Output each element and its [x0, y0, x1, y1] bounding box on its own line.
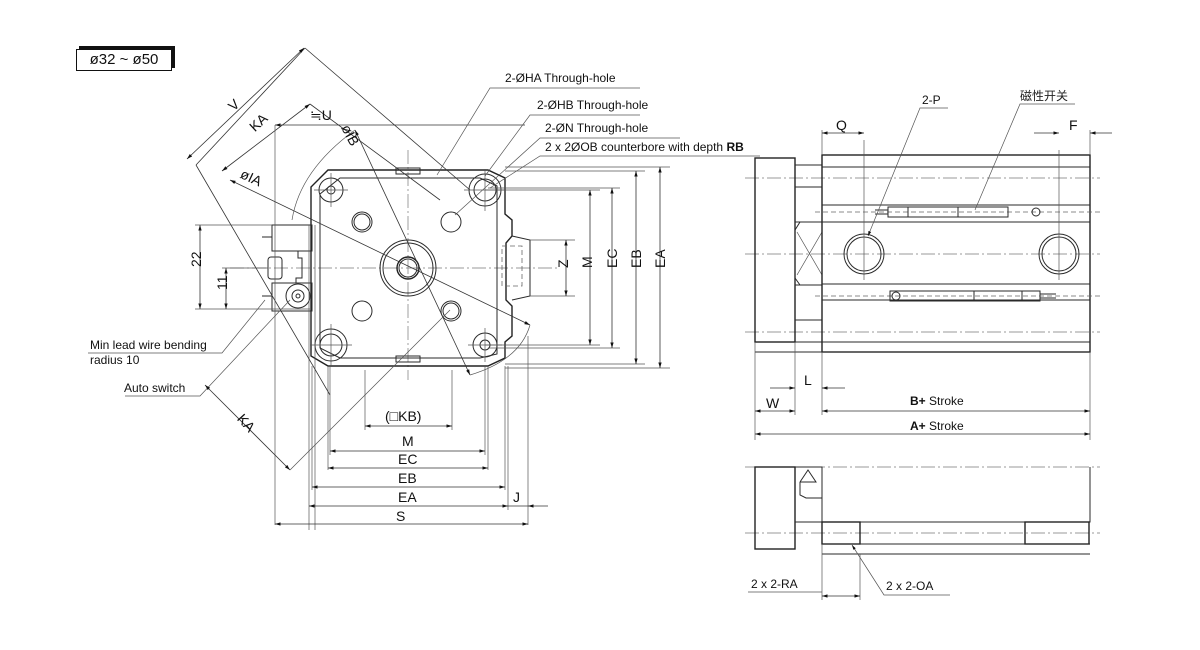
label-w: W: [766, 395, 780, 411]
front-view: V KA ≒U øIB øIA 22 11 Min lead wire bend…: [88, 47, 760, 530]
label-m: M: [402, 433, 414, 449]
label-ec-vertical: EC: [604, 249, 620, 268]
v-extension-line: [195, 47, 306, 166]
ib-dimension-line: [354, 129, 471, 376]
magnetic-switch-top: [875, 206, 1041, 218]
bottom-end-plate: [754, 466, 796, 550]
label-j: J: [513, 489, 520, 505]
label-ec: EC: [398, 451, 417, 467]
label-ra: 2 x 2-RA: [751, 577, 798, 591]
label-ha-through-hole: 2-ØHA Through-hole: [505, 71, 616, 85]
through-hole-n-1: [351, 211, 373, 233]
size-range-label: ø32 ~ ø50: [89, 51, 159, 68]
label-b-stroke: B+ Stroke: [910, 394, 964, 408]
p-leader: [867, 107, 948, 237]
label-ka-top: KA: [246, 110, 271, 135]
label-ea: EA: [398, 489, 417, 505]
ka-bottom-dimension-line: [204, 384, 291, 471]
auto-switch-leader: [125, 299, 291, 397]
ib-arc: [291, 129, 356, 221]
label-11: 11: [214, 275, 230, 290]
label-n-through-hole: 2-ØN Through-hole: [545, 121, 648, 135]
end-plate: [754, 157, 796, 343]
label-lead-wire-1: Min lead wire bending: [90, 338, 207, 352]
cylinder-body: [821, 154, 1091, 353]
label-eb: EB: [398, 470, 417, 486]
through-hole-n-2: [440, 211, 462, 233]
label-ib: øIB: [338, 122, 362, 149]
label-q: Q: [836, 117, 847, 133]
label-f: F: [1069, 117, 1078, 133]
label-l: L: [804, 372, 812, 388]
bottom-nut-profile: [799, 469, 822, 499]
label-v: V: [225, 95, 243, 114]
bottom-view: 2 x 2-RA 2 x 2-OA: [745, 466, 1100, 600]
label-z: Z: [555, 259, 571, 268]
hb-leader: [484, 114, 640, 177]
label-u: ≒U: [310, 107, 332, 123]
label-a-stroke: A+ Stroke: [910, 419, 964, 433]
label-kb: (□KB): [385, 408, 421, 424]
hex-nut: [794, 221, 823, 286]
ha-leader: [436, 87, 640, 176]
label-2-p: 2-P: [922, 93, 941, 107]
label-eb-vertical: EB: [628, 249, 644, 268]
ia-dimension-line: [229, 179, 531, 326]
n-leader: [454, 137, 680, 216]
label-m-vertical: M: [579, 256, 595, 268]
through-hole-n-4: [440, 300, 462, 322]
label-auto-switch: Auto switch: [124, 381, 185, 395]
bottom-body-outline: [795, 466, 1091, 523]
label-ob-counterbore: 2 x 2ØOB counterbore with depth RB: [545, 140, 744, 154]
label-hb-through-hole: 2-ØHB Through-hole: [537, 98, 648, 112]
label-s: S: [396, 508, 405, 524]
label-ka-bottom: KA: [234, 411, 259, 436]
size-range-badge: ø32 ~ ø50: [76, 49, 172, 71]
auto-switch-detail: [262, 224, 329, 530]
label-lead-wire-2: radius 10: [90, 353, 140, 367]
ia-arc: [469, 324, 531, 376]
oa-leader: [851, 544, 950, 596]
label-ea-vertical: EA: [652, 249, 668, 268]
ob-leader: [489, 155, 760, 189]
mag-switch-leader: [974, 103, 1075, 211]
through-hole-n-3: [351, 300, 373, 322]
label-22: 22: [188, 251, 204, 267]
lead-wire-leader: [88, 299, 266, 354]
label-oa: 2 x 2-OA: [886, 579, 933, 593]
ka-top-dimension-line: [221, 103, 311, 172]
port-hidden-line: [501, 245, 523, 287]
magnetic-switch-bottom: [889, 290, 1056, 302]
label-magnetic-switch: 磁性开关: [1020, 88, 1068, 103]
ka-bottom-extension: [289, 309, 451, 471]
side-view: Q F 2-P 磁性开关 L W B+ Stroke A+ Stroke: [745, 88, 1112, 440]
v-dimension-line: [186, 47, 305, 160]
